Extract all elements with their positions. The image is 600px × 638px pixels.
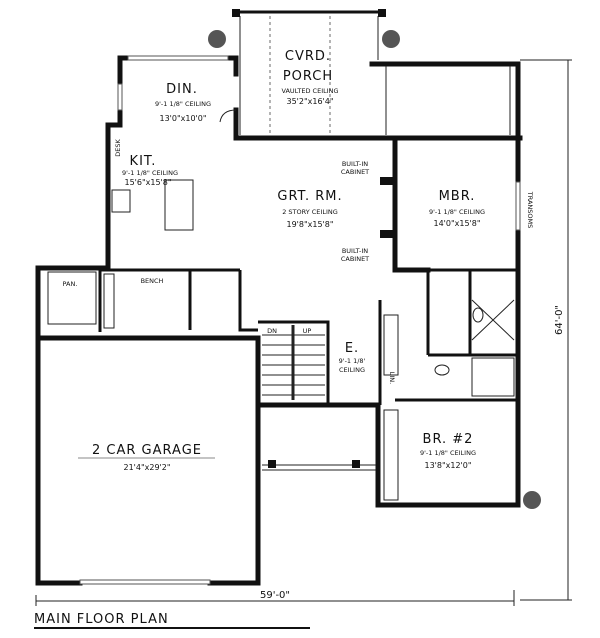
tree-icon (523, 491, 541, 509)
bedroom2-ceiling: 9'-1 1/8" CEILING (420, 449, 476, 457)
porch-size: 35'2"x16'4" (286, 97, 333, 106)
kitchen-label: KIT. (130, 154, 157, 169)
stair-down-label: DN (267, 327, 277, 335)
porch-label-2: PORCH (283, 69, 333, 84)
dining-label: DIN. (166, 82, 198, 97)
builtin-cabinet-label: CABINET (341, 255, 369, 263)
entry-ceiling-2: CEILING (339, 366, 365, 374)
bench-label: BENCH (141, 277, 164, 285)
pantry-label: PAN. (63, 280, 78, 288)
builtin-cabinet-label: BUILT-IN (342, 247, 368, 255)
garage-size: 21'4"x29'2" (123, 463, 170, 472)
stair-up-label: UP (303, 327, 312, 335)
bedroom2-label: BR. #2 (423, 432, 474, 447)
builtin-cabinet-label: CABINET (341, 168, 369, 176)
great-room-size: 19'8"x15'8" (286, 220, 333, 229)
porch-label: CVRD. (285, 49, 331, 64)
transoms-label: TRANSOMS (526, 191, 534, 229)
tree-icon (382, 30, 400, 48)
desk-label: DESK (114, 139, 122, 157)
depth-dimension: 64'-0" (554, 305, 565, 335)
kitchen-ceiling: 9'-1 1/8" CEILING (122, 169, 178, 177)
builtin-cabinet-label: BUILT-IN (342, 160, 368, 168)
tree-icon (208, 30, 226, 48)
great-room-ceiling: 2 STORY CEILING (282, 208, 338, 216)
plan-title: MAIN FLOOR PLAN (34, 612, 169, 627)
dining-size: 13'0"x10'0" (159, 114, 206, 123)
walls (35, 9, 523, 586)
master-bedroom-label: MBR. (439, 189, 476, 204)
master-ceiling: 9'-1 1/8" CEILING (429, 208, 485, 216)
garage-label: 2 CAR GARAGE (92, 443, 202, 458)
entry-label: E. (345, 341, 359, 356)
dining-ceiling: 9'-1 1/8" CEILING (155, 100, 211, 108)
master-size: 14'0"x15'8" (433, 219, 480, 228)
width-dimension: 59'-0" (260, 590, 290, 601)
porch-ceiling: VAULTED CEILING (281, 87, 338, 95)
dimension-lines (35, 59, 572, 606)
entry-ceiling: 9'-1 1/8' (339, 357, 366, 365)
linen-label: LIN. (388, 372, 396, 384)
great-room-label: GRT. RM. (277, 189, 342, 204)
bedroom2-size: 13'8"x12'0" (424, 461, 471, 470)
kitchen-size: 15'6"x15'8" (124, 178, 171, 187)
